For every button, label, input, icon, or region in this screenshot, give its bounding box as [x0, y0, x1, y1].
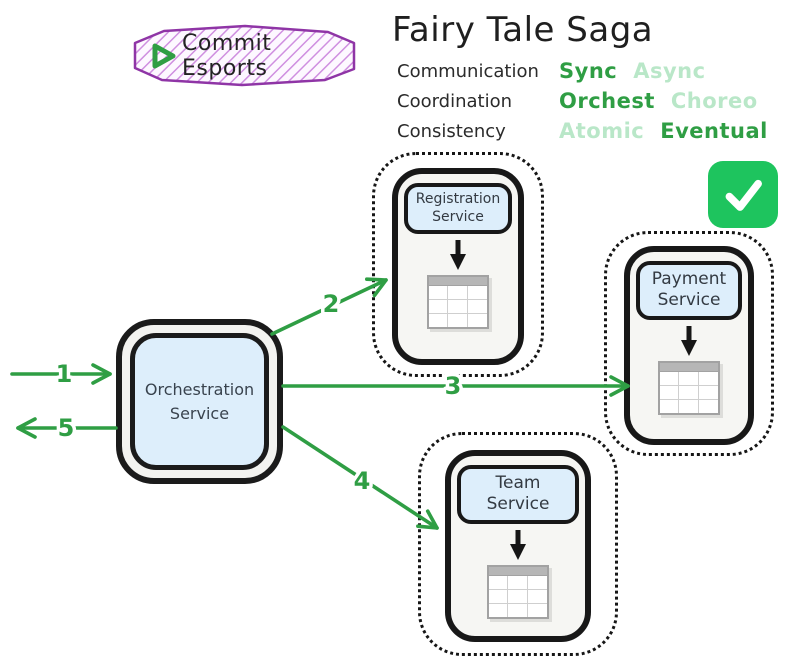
- play-icon: [148, 41, 178, 71]
- property-label: Coordination: [397, 90, 513, 112]
- success-checkmark: [708, 161, 778, 228]
- option-sync: Sync: [559, 59, 618, 83]
- arrow-4: 4: [281, 425, 439, 530]
- down-arrow-icon: [507, 527, 529, 563]
- payment-service-group: Payment Service: [604, 231, 774, 456]
- badge-hexagon: [133, 24, 356, 87]
- database-table-icon: [658, 360, 720, 415]
- node-label: Payment Service: [636, 261, 742, 320]
- property-row-communication: Communication Sync Async: [397, 59, 768, 83]
- node-label: Orchestration Service: [130, 333, 269, 470]
- registration-service-group: Registration Service: [372, 152, 544, 377]
- option-atomic: Atomic: [559, 119, 645, 143]
- orchestration-service-node: Orchestration Service: [116, 319, 283, 484]
- arrow-5: 5: [16, 411, 118, 446]
- team-service-group: Team Service: [418, 432, 618, 656]
- arrow-label: 2: [323, 290, 340, 318]
- checkmark-icon: [725, 179, 762, 211]
- property-row-coordination: Coordination Orchest Choreo: [397, 89, 768, 113]
- option-orchest: Orchest: [559, 89, 655, 113]
- property-row-consistency: Consistency Atomic Eventual: [397, 119, 768, 143]
- registration-service-node: Registration Service: [392, 168, 524, 365]
- page-title: Fairy Tale Saga: [392, 10, 654, 50]
- arrow-label: 1: [56, 360, 73, 388]
- arrow-label: 5: [58, 414, 75, 442]
- property-label: Consistency: [397, 120, 506, 142]
- down-arrow-icon: [678, 323, 700, 359]
- option-async: Async: [633, 59, 706, 83]
- payment-service-node: Payment Service: [624, 246, 754, 445]
- saga-properties: Communication Sync Async Coordination Or…: [397, 59, 768, 143]
- team-service-node: Team Service: [445, 450, 591, 642]
- database-table-icon: [427, 275, 489, 329]
- down-arrow-icon: [447, 237, 469, 273]
- database-table-icon: [487, 564, 549, 619]
- property-label: Communication: [397, 60, 539, 82]
- option-choreo: Choreo: [670, 89, 758, 113]
- arrow-1: 1: [10, 357, 112, 392]
- option-eventual: Eventual: [660, 119, 768, 143]
- commit-esports-badge: Commit Esports: [132, 22, 358, 90]
- arrow-2: 2: [270, 277, 388, 336]
- node-label: Registration Service: [404, 183, 512, 234]
- badge-label: Commit Esports: [182, 31, 272, 81]
- arrow-label: 4: [354, 467, 371, 495]
- node-label: Team Service: [457, 465, 579, 524]
